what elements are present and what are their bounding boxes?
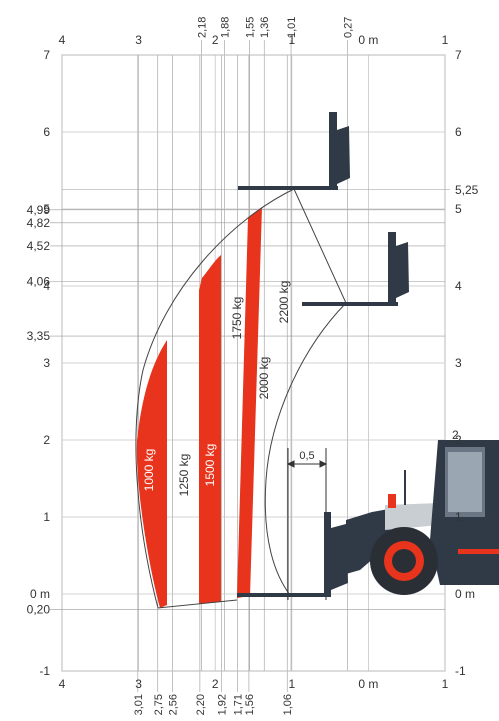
band-1500kg xyxy=(199,255,221,604)
envelope xyxy=(135,188,347,609)
x-tick-label-top: 3 xyxy=(135,33,142,47)
telehandler-machine xyxy=(346,440,499,595)
band-2000kg xyxy=(237,207,262,598)
x-tick-label-bottom: 4 xyxy=(59,677,66,691)
y-tick-label-right: 1 xyxy=(455,510,462,524)
left-aux-label: 4,99 xyxy=(27,203,51,217)
top-aux-label: 1,88 xyxy=(219,17,231,38)
left-aux-label: 4,06 xyxy=(27,274,51,288)
x-tick-label-bottom: 0 m xyxy=(358,677,378,691)
x-tick-label-top: 1 xyxy=(288,33,295,47)
y-tick-label-right: -1 xyxy=(455,664,466,678)
y-tick-label-left: 3 xyxy=(43,356,50,370)
bottom-aux-label: 1,71 xyxy=(232,694,244,715)
fork-upper xyxy=(238,112,350,190)
dimension-label: 0,5 xyxy=(299,450,314,462)
load-label-1000kg: 1000 kg xyxy=(142,449,156,492)
load-label-1750kg: 1750 kg xyxy=(230,297,244,340)
y-tick-label-left: 5 xyxy=(43,202,50,216)
x-tick-label-bottom: 3 xyxy=(135,677,142,691)
dimension-marker: 0,5 xyxy=(286,448,328,600)
y-tick-label-right: 7 xyxy=(455,48,462,62)
y-tick-label-right: 4 xyxy=(455,279,462,293)
x-tick-label-bottom: 2 xyxy=(212,677,219,691)
inner-envelope-curve xyxy=(264,188,347,596)
bottom-aux-label: 1,92 xyxy=(216,694,228,715)
y-tick-label-left: -1 xyxy=(39,664,50,678)
bottom-aux-label: 3,01 xyxy=(133,694,145,715)
bottom-aux-label: 2,56 xyxy=(167,694,179,715)
bottom-aux-label: 1,56 xyxy=(244,694,256,715)
x-tick-label-bottom: 1 xyxy=(442,677,449,691)
left-aux-label: 3,35 xyxy=(27,329,51,343)
top-aux-label: 1,01 xyxy=(286,17,298,38)
y-tick-label-right: 6 xyxy=(455,125,462,139)
y-tick-label-left: 4 xyxy=(43,279,50,293)
left-aux-label: 4,52 xyxy=(27,239,51,253)
left-aux-label: 4,82 xyxy=(27,216,51,230)
top-aux-label: 0,27 xyxy=(343,17,355,38)
outer-envelope-curve xyxy=(135,188,295,609)
x-tick-label-top: 4 xyxy=(59,33,66,47)
x-tick-label-bottom: 1 xyxy=(288,677,295,691)
x-tick-label-top: 1 xyxy=(442,33,449,47)
right-aux-label: 5,25 xyxy=(455,183,479,197)
y-tick-label-left: 1 xyxy=(43,510,50,524)
y-tick-label-right: 0 m xyxy=(455,587,475,601)
right-inner-tick-label: 2 xyxy=(452,428,459,442)
bottom-aux-label: 1,06 xyxy=(282,694,294,715)
left-aux-label: 0,20 xyxy=(27,602,51,616)
bottom-aux-label: 2,75 xyxy=(153,694,165,715)
load-label-1500kg: 1500 kg xyxy=(203,444,217,487)
load-labels: 1000 kg 1250 kg 1500 kg 1750 kg 2000 kg … xyxy=(142,281,291,497)
y-tick-label-right: 5 xyxy=(455,202,462,216)
top-aux-label: 2,18 xyxy=(196,17,208,38)
top-aux-label: 1,36 xyxy=(259,17,271,38)
y-tick-label-left: 0 m xyxy=(30,587,50,601)
load-label-2000kg: 2000 kg xyxy=(257,357,271,400)
x-tick-label-top: 0 m xyxy=(358,33,378,47)
y-tick-label-left: 2 xyxy=(43,433,50,447)
fork-middle xyxy=(302,232,409,306)
x-tick-label-top: 2 xyxy=(212,33,219,47)
y-tick-label-left: 6 xyxy=(43,125,50,139)
top-aux-label: 1,55 xyxy=(245,17,257,38)
y-tick-label-left: 7 xyxy=(43,48,50,62)
fork-lower xyxy=(237,512,348,597)
y-tick-label-right: 3 xyxy=(455,356,462,370)
y-tick-label-right: 2 xyxy=(455,433,462,447)
bottom-aux-label: 2,20 xyxy=(195,694,207,715)
load-bands xyxy=(136,207,262,608)
load-label-2200kg: 2200 kg xyxy=(277,281,291,324)
load-label-1250kg: 1250 kg xyxy=(177,454,191,497)
band-1000kg xyxy=(136,340,167,608)
